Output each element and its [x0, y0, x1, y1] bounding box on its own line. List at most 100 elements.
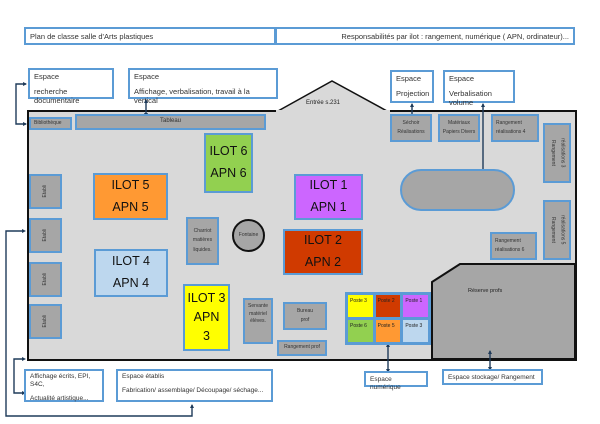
poste-label: Poste 6 [350, 323, 367, 329]
ilot-3[interactable]: ILOT 3 APN 3 [183, 284, 230, 351]
etabli-label: Etabli [41, 315, 48, 328]
ilot-apn: APN 5 [112, 199, 149, 214]
callout-line: Espace numérique [370, 376, 401, 391]
bibliotheque: Bibliothèque [29, 117, 72, 130]
ilot-name: ILOT 1 [309, 178, 348, 193]
callout-line: Affichage, verbalisation, travail à la v… [134, 87, 250, 105]
ilot-name: ILOT 3 [187, 291, 226, 306]
callout-line: Fabrication/ assemblage/ Découpage/ séch… [122, 386, 264, 394]
furniture-label: Servante [247, 303, 268, 309]
furniture-label: liquides. [193, 246, 212, 253]
fontaine: Fontaine [232, 219, 265, 252]
furniture-label: Rangement prof [284, 344, 320, 351]
poste-1[interactable]: Poste 1 [402, 294, 429, 318]
poste-label: Poste 5 [377, 323, 395, 329]
callout-line: Espace [34, 72, 60, 81]
callout-affichage-verbalisation: Espace Affichage, verbalisation, travail… [128, 68, 278, 105]
furniture-label: matières [192, 237, 213, 244]
plan-title: Plan de classe salle d'Arts plastiques [24, 27, 276, 45]
materiaux-papiers: Matériaux Papiers Divers [438, 114, 480, 142]
poste-label: Poste 3 [405, 323, 423, 329]
ilot-apn: APN 2 [304, 255, 342, 269]
postes-grid: Poste 3 Poste 2 Poste 1 Poste 6 Poste 5 … [345, 292, 431, 345]
rangement-prof: Rangement prof [277, 340, 327, 356]
furniture-label: prof [300, 317, 310, 323]
furniture-label: Matériaux [448, 119, 470, 126]
callout-line: Affichage écrits, EPI, S4C, [30, 373, 91, 388]
furniture-label: élèves. [250, 318, 266, 324]
plan-title-text: Plan de classe salle d'Arts plastiques [30, 32, 154, 41]
rangement-realisations-6: Rangement réalisations 6 [490, 232, 537, 260]
ilot-6[interactable]: ILOT 6 APN 6 [204, 133, 253, 193]
tableau-label: Tableau [159, 118, 182, 125]
furniture-label: Bureau [296, 307, 314, 314]
callout-affichage-ecrits: Affichage écrits, EPI, S4C, Actualité ar… [24, 369, 104, 402]
furniture-label: matériel [249, 310, 267, 317]
etabli-3: Etabli [29, 262, 62, 297]
callout-line: Verbalisation volume [449, 89, 492, 107]
furniture-label: Rangement [550, 217, 556, 243]
ilot-name: ILOT 2 [304, 233, 342, 248]
ilot-name: ILOT 6 [209, 144, 248, 159]
callout-line: Espace stockage/ Rangement [448, 374, 535, 381]
callout-line: Espace [134, 72, 160, 81]
furniture-label: réalisations 3 [559, 138, 566, 168]
ilot-apn-number: 3 [203, 328, 210, 343]
furniture-label: Rangement [496, 119, 522, 126]
furniture-label: Séchoir [402, 119, 420, 126]
poste-label: Poste 1 [405, 298, 423, 304]
etabli-label: Etabli [41, 229, 48, 242]
poste-2[interactable]: Poste 2 [374, 294, 402, 318]
rangement-realisations-3: Rangement réalisations 3 [543, 123, 571, 183]
entrance-shape [275, 80, 388, 112]
rangement-realisations-4: Rangement réalisations 4 [491, 114, 539, 142]
ilot-name: ILOT 5 [111, 177, 150, 192]
ilot-apn: APN [193, 310, 220, 325]
ilot-apn: APN 6 [210, 166, 247, 180]
ilot-5[interactable]: ILOT 5 APN 5 [93, 173, 168, 220]
callout-projection: Espace Projection [390, 70, 434, 103]
rangement-realisations-5: Rangement réalisations 5 [543, 200, 571, 260]
bibliotheque-label: Bibliothèque [34, 119, 62, 126]
furniture-label: Rangement [550, 140, 556, 166]
ilot-apn: APN 4 [112, 276, 150, 290]
callout-line: recherche documentaire [34, 87, 80, 105]
poste-3[interactable]: Poste 3 [347, 294, 374, 318]
etabli-label: Etabli [41, 273, 48, 286]
etabli-2: Etabli [29, 218, 62, 253]
ilot-name: ILOT 4 [112, 254, 150, 269]
responsibilities-note: Responsabilités par ilot : rangement, nu… [275, 27, 575, 45]
verbalisation-volume-table [400, 169, 515, 211]
furniture-label: réalisations 6 [495, 247, 525, 253]
furniture-label: Papiers Divers [442, 129, 476, 135]
fontaine-label: Fontaine [238, 231, 259, 238]
ilot-1[interactable]: ILOT 1 APN 1 [294, 174, 363, 220]
callout-espace-stockage: Espace stockage/ Rangement [442, 369, 543, 385]
ilot-apn: APN 1 [310, 200, 347, 214]
callout-line: Espace établis [122, 373, 165, 380]
servante-materiel-eleves: Servante matériel élèves. [243, 298, 273, 344]
callout-espace-etablis: Espace établis Fabrication/ assemblage/ … [116, 369, 273, 402]
tableau: Tableau [75, 114, 266, 130]
poste-3b[interactable]: Poste 3 [402, 319, 429, 343]
poste-label: Poste 2 [377, 298, 395, 304]
entrance-label: Entrée s.231 [306, 100, 341, 106]
poste-5[interactable]: Poste 5 [374, 319, 402, 343]
reserve-profs-label: Réserve profs [468, 288, 503, 294]
etabli-label: Etabli [41, 185, 48, 198]
responsibilities-text: Responsabilités par ilot : rangement, nu… [341, 32, 569, 41]
furniture-label: Réalisations [397, 129, 425, 135]
ilot-4[interactable]: ILOT 4 APN 4 [94, 249, 168, 297]
chariot-matieres-liquides: Charriot matières liquides. [186, 217, 219, 265]
furniture-label: réalisations 4 [496, 129, 526, 135]
poste-6[interactable]: Poste 6 [347, 319, 374, 343]
sechoir-realisations: Séchoir Réalisations [390, 114, 432, 142]
callout-verbalisation-volume: Espace Verbalisation volume [443, 70, 515, 107]
ilot-2[interactable]: ILOT 2 APN 2 [283, 229, 363, 275]
etabli-1: Etabli [29, 174, 62, 209]
callout-line: Espace [396, 74, 422, 83]
furniture-label: Rangement [495, 237, 521, 244]
furniture-label: Charriot [193, 227, 212, 234]
callout-line: Projection [396, 89, 430, 98]
etabli-4: Etabli [29, 304, 62, 339]
